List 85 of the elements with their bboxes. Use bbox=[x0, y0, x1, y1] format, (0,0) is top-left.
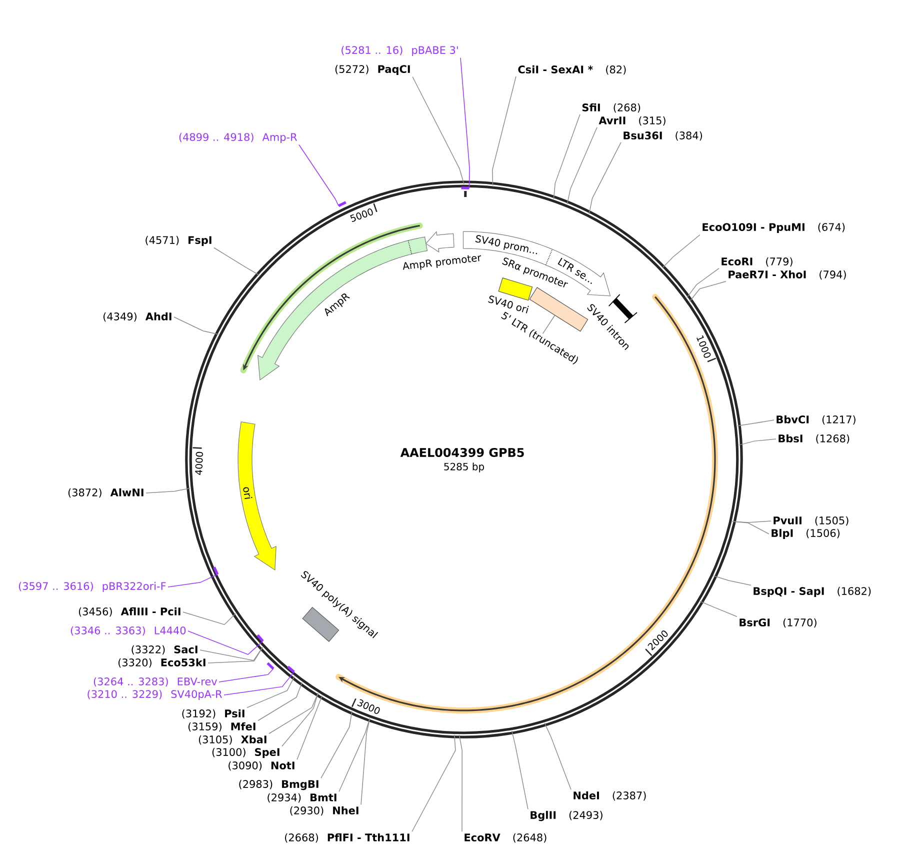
enzyme-site-label: BbvCI (1217) bbox=[776, 415, 856, 425]
enzyme-site-label: (3322) SacI bbox=[132, 645, 198, 655]
enzyme-site-label: AvrII (315) bbox=[598, 116, 666, 126]
primer-site-mark bbox=[338, 201, 346, 207]
leader-line bbox=[511, 730, 528, 810]
tick-label: 4000 bbox=[195, 452, 204, 475]
leader-line bbox=[200, 647, 263, 661]
leader-line bbox=[246, 676, 295, 708]
leader-line bbox=[492, 76, 516, 186]
primer-label: (5281 .. 16) pBABE 3' bbox=[342, 46, 458, 56]
leader-line bbox=[268, 692, 318, 734]
enzyme-site-label: PaeR7I - XhoI (794) bbox=[728, 270, 846, 280]
leader-line bbox=[360, 718, 370, 805]
primer-label: (3210 .. 3229) SV40pA-R bbox=[88, 690, 222, 700]
primer-label: (3264 .. 3283) EBV-rev bbox=[94, 677, 217, 687]
leader-line bbox=[460, 57, 470, 188]
tick-label: 5000 bbox=[350, 208, 373, 222]
leader-line bbox=[214, 247, 260, 276]
leader-line bbox=[737, 420, 774, 426]
leader-line bbox=[412, 76, 464, 184]
leader-line bbox=[588, 142, 622, 214]
primer-site-mark bbox=[266, 662, 274, 670]
enzyme-site-label: (3872) AlwNI bbox=[68, 488, 144, 498]
enzyme-site-label: (2668) PflFI - Tth111I bbox=[285, 833, 410, 843]
leader-line bbox=[713, 576, 752, 586]
enzyme-site-label: (3192) PsiI bbox=[182, 709, 244, 719]
enzyme-site-label: BglII (2493) bbox=[530, 810, 602, 822]
primer-label: (4899 .. 4918) Amp-R bbox=[179, 132, 297, 144]
enzyme-site-label: BlpI (1506) bbox=[772, 528, 840, 540]
leader-line bbox=[689, 280, 726, 302]
leader-line bbox=[732, 520, 772, 523]
leader-line bbox=[282, 692, 318, 747]
leader-line bbox=[338, 718, 370, 792]
enzyme-site-label: (3100) SpeI bbox=[212, 748, 280, 758]
leader-line bbox=[700, 601, 738, 617]
enzyme-site-label: Bsu36I (384) bbox=[624, 131, 702, 141]
leader-line bbox=[566, 126, 598, 204]
enzyme-site-label: EcoRI (779) bbox=[722, 257, 792, 267]
enzyme-site-label: (2930) NheI bbox=[290, 806, 358, 816]
primer-label: (3346 .. 3363) L4440 bbox=[70, 626, 186, 636]
leader-line bbox=[320, 710, 352, 779]
enzyme-site-label: (4349) AhdI bbox=[104, 312, 172, 322]
leader-line bbox=[662, 234, 700, 268]
leader-line bbox=[296, 695, 322, 760]
leader-line bbox=[412, 734, 456, 832]
enzyme-site-label: (3456) AflIII - PciI bbox=[78, 607, 180, 617]
leader-line bbox=[553, 114, 580, 200]
enzyme-site-label: (3105) XbaI bbox=[198, 735, 266, 745]
leader-line bbox=[544, 722, 572, 790]
enzyme-site-label: PvuII (1505) bbox=[774, 516, 848, 526]
enzyme-site-label: BspQI - SapI (1682) bbox=[754, 586, 871, 598]
enzyme-site-label: (2983) BmgBI bbox=[239, 780, 318, 790]
enzyme-site-label: (3159) MfeI bbox=[188, 722, 256, 732]
enzyme-site-label: EcoRV (2648) bbox=[464, 833, 546, 843]
leader-line bbox=[208, 647, 263, 664]
leader-line bbox=[188, 630, 264, 655]
enzyme-site-label: SfiI (268) bbox=[582, 103, 640, 113]
enzyme-site-label: NdeI (2387) bbox=[574, 791, 646, 801]
tick-label: 3000 bbox=[357, 699, 380, 714]
enzyme-site-label: (3090) NotI bbox=[228, 761, 294, 771]
tick-label: 1000 bbox=[696, 335, 711, 358]
enzyme-site-label: (5272) PaqCI bbox=[335, 64, 410, 76]
enzyme-site-label: (2934) BmtI bbox=[268, 793, 336, 803]
enzyme-site-label: BbsI (1268) bbox=[778, 434, 850, 444]
leader-line bbox=[182, 612, 236, 626]
leader-line bbox=[298, 144, 339, 206]
leader-line bbox=[146, 488, 190, 494]
leader-line bbox=[732, 521, 770, 534]
leader-line bbox=[458, 734, 462, 832]
leader-line bbox=[258, 682, 302, 721]
enzyme-site-label: EcoO109I - PpuMI (674) bbox=[702, 222, 845, 234]
map-title: AAEL004399 GPB5 bbox=[400, 448, 524, 457]
enzyme-site-label: (4571) FspI bbox=[146, 236, 212, 246]
enzyme-site-label: CsiI - SexAI * (82) bbox=[518, 65, 626, 75]
leader-line bbox=[542, 315, 556, 334]
leader-line bbox=[738, 438, 776, 446]
leader-line bbox=[224, 672, 294, 696]
primer-label: (3597 .. 3616) pBR322ori-F bbox=[18, 582, 166, 592]
leader-line bbox=[218, 668, 274, 682]
sequence-length-label: 5285 bp bbox=[444, 462, 484, 472]
enzyme-site-label: BsrGI (1770) bbox=[740, 618, 816, 628]
leader-line bbox=[174, 316, 219, 335]
leader-line bbox=[686, 268, 720, 298]
leader-line bbox=[168, 574, 218, 588]
enzyme-site-label: (3320) Eco53kI bbox=[118, 658, 206, 668]
